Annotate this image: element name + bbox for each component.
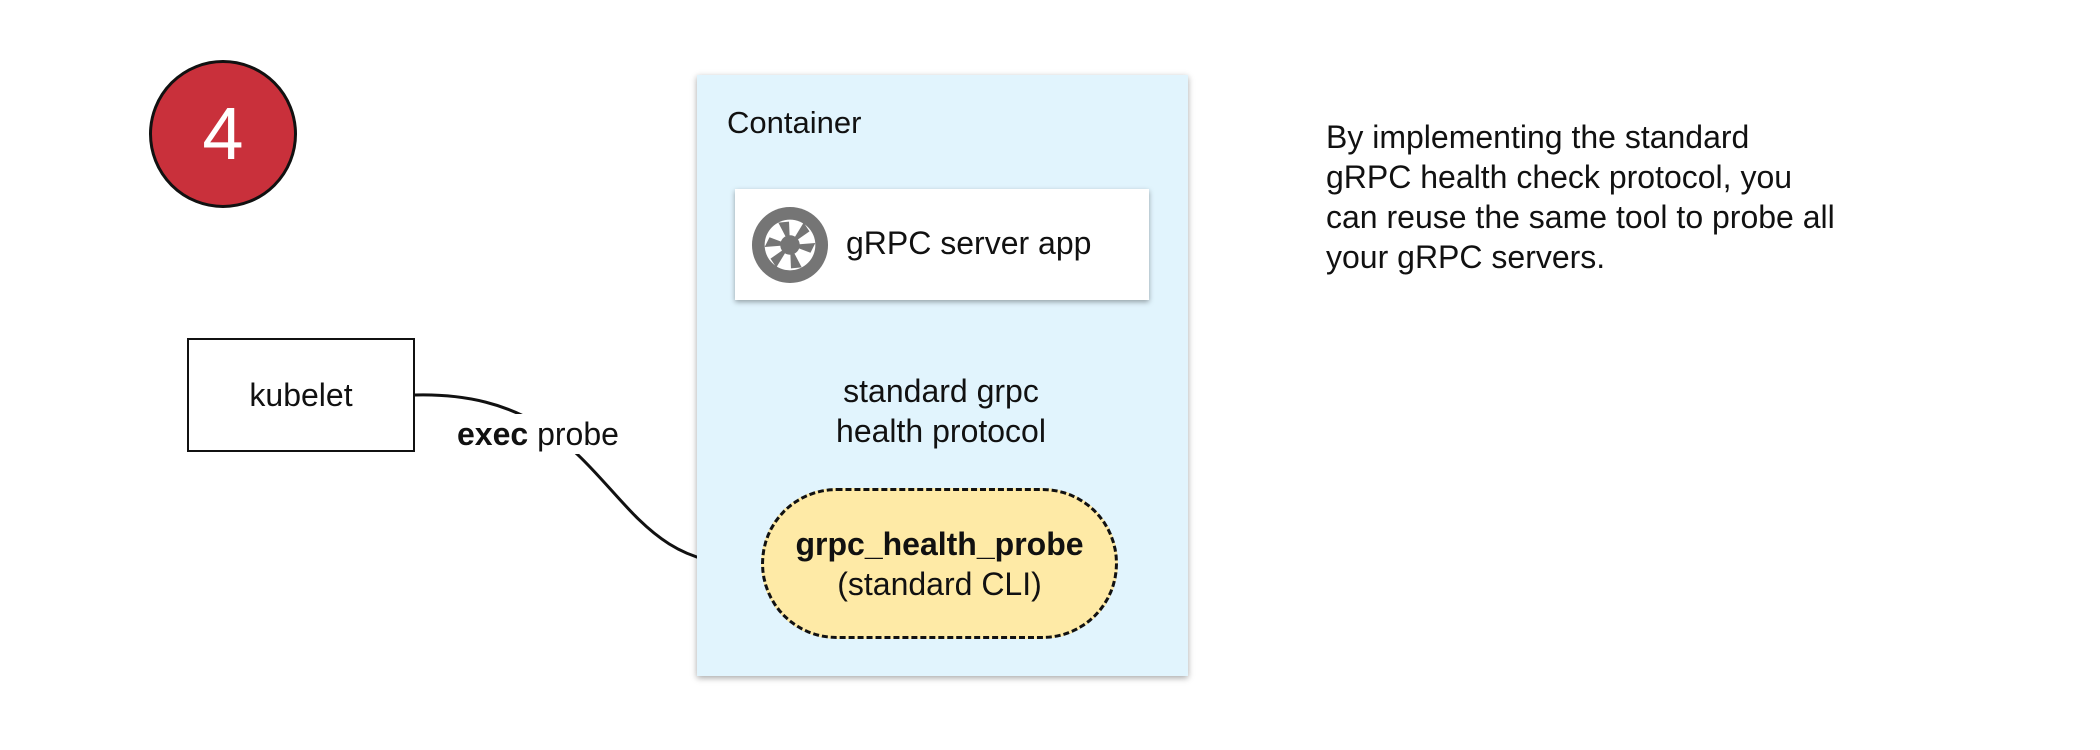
aperture-icon: [751, 206, 829, 284]
kubelet-node: kubelet: [187, 338, 415, 452]
grpc-server-app-card: gRPC server app: [735, 189, 1149, 300]
health-protocol-label-line1: standard grpc: [843, 373, 1039, 409]
exec-probe-label: exec probe: [453, 414, 623, 454]
exec-probe-label-rest: probe: [528, 416, 619, 452]
grpc-server-app-label: gRPC server app: [846, 225, 1092, 261]
step-number-badge: 4: [149, 60, 297, 208]
grpc-health-probe-node: grpc_health_probe (standard CLI): [761, 488, 1118, 639]
step-number: 4: [202, 92, 244, 175]
description-text: By implementing the standard gRPC health…: [1326, 119, 1835, 275]
exec-probe-label-bold: exec: [457, 416, 529, 452]
health-protocol-label: standard grpc health protocol: [810, 371, 1072, 451]
kubelet-label: kubelet: [249, 376, 353, 413]
probe-name: grpc_health_probe: [795, 525, 1084, 562]
health-protocol-label-line2: health protocol: [836, 413, 1046, 449]
probe-subtitle: (standard CLI): [837, 565, 1042, 602]
container-label: Container: [727, 105, 862, 140]
